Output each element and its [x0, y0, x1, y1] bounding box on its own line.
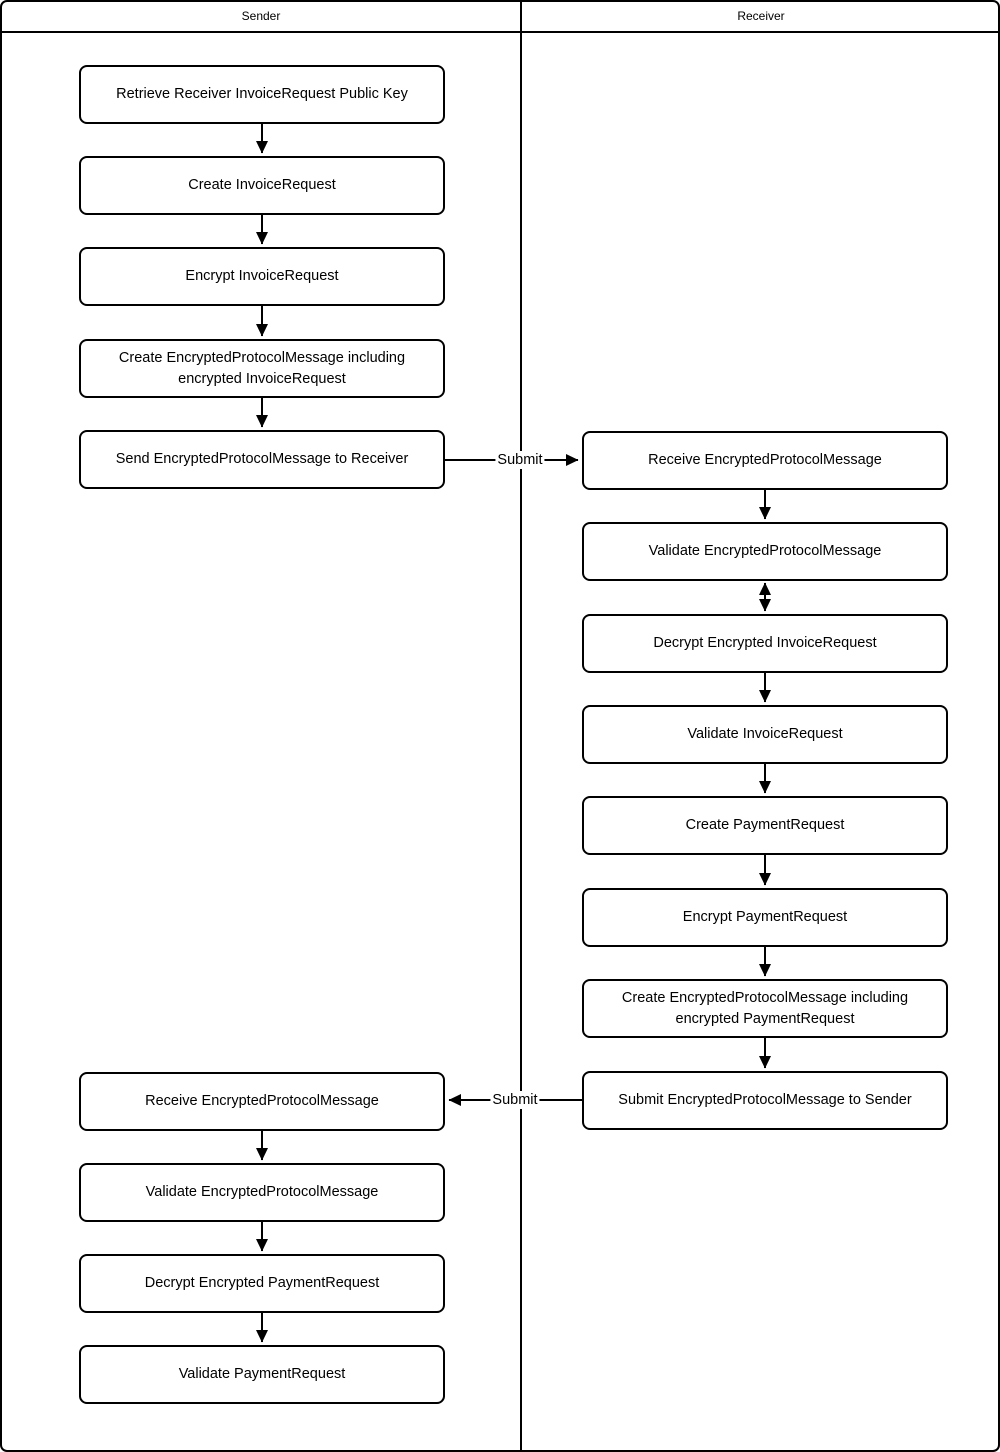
node-create-paymentrequest: Create PaymentRequest — [582, 796, 948, 855]
lane-header-receiver: Receiver — [737, 9, 785, 23]
node-receiver-validate-encryptedprotocolmessage: Validate EncryptedProtocolMessage — [582, 522, 948, 581]
node-sender-validate-encryptedprotocolmessage: Validate EncryptedProtocolMessage — [79, 1163, 445, 1222]
node-receiver-receive-encryptedprotocolmessage: Receive EncryptedProtocolMessage — [582, 431, 948, 490]
node-encrypt-invoicerequest: Encrypt InvoiceRequest — [79, 247, 445, 306]
node-decrypt-encrypted-paymentrequest: Decrypt Encrypted PaymentRequest — [79, 1254, 445, 1313]
lane-header-sender: Sender — [241, 9, 281, 23]
node-retrieve-receiver-invoicerequest-public-key: Retrieve Receiver InvoiceRequest Public … — [79, 65, 445, 124]
node-validate-paymentrequest: Validate PaymentRequest — [79, 1345, 445, 1404]
edge-label-submit-to-sender: Submit — [490, 1091, 540, 1109]
node-submit-encryptedprotocolmessage-to-sender: Submit EncryptedProtocolMessage to Sende… — [582, 1071, 948, 1130]
node-create-encryptedprotocolmessage-paymentrequest: Create EncryptedProtocolMessage includin… — [582, 979, 948, 1038]
node-create-encryptedprotocolmessage-invoicerequest: Create EncryptedProtocolMessage includin… — [79, 339, 445, 398]
lane-divider — [520, 2, 522, 1450]
lane-header-divider — [2, 31, 998, 33]
edge-label-submit-to-receiver: Submit — [495, 451, 545, 469]
node-validate-invoicerequest: Validate InvoiceRequest — [582, 705, 948, 764]
node-send-encryptedprotocolmessage-to-receiver: Send EncryptedProtocolMessage to Receive… — [79, 430, 445, 489]
node-sender-receive-encryptedprotocolmessage: Receive EncryptedProtocolMessage — [79, 1072, 445, 1131]
node-encrypt-paymentrequest: Encrypt PaymentRequest — [582, 888, 948, 947]
node-create-invoicerequest: Create InvoiceRequest — [79, 156, 445, 215]
node-decrypt-encrypted-invoicerequest: Decrypt Encrypted InvoiceRequest — [582, 614, 948, 673]
